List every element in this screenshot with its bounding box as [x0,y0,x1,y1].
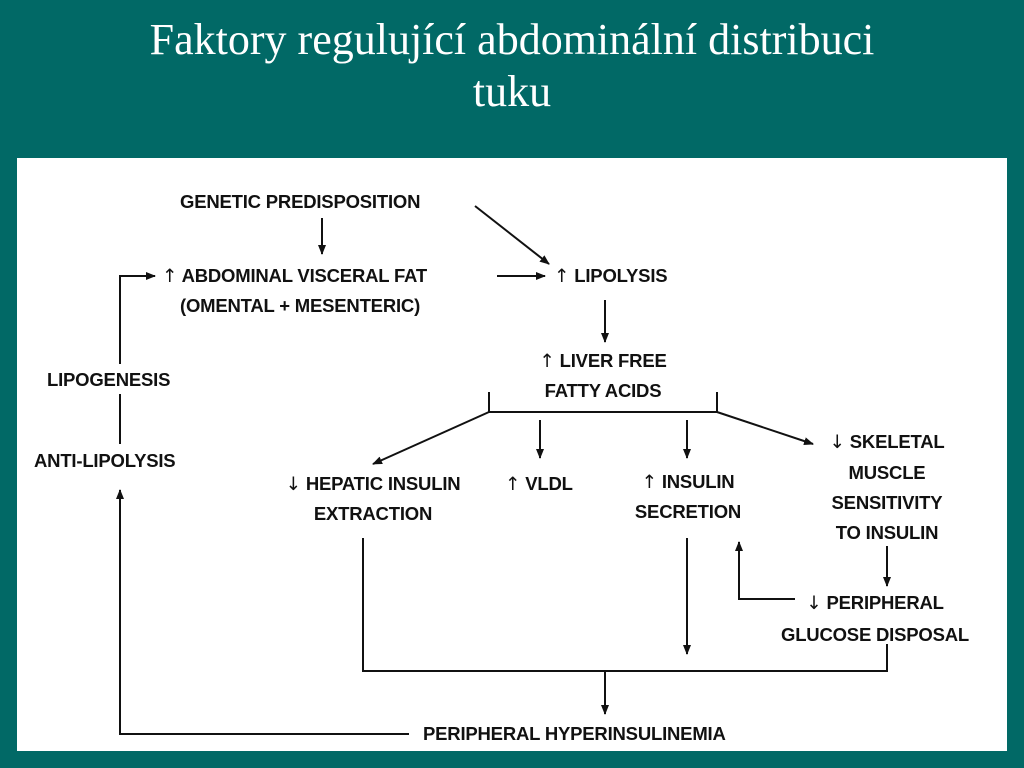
down-arrow-icon: ↓ [806,593,822,614]
up-arrow-icon: ↑ [162,266,178,287]
arrow-lipogenesis-to-abdominal [119,272,156,364]
abdominal-visceral-fat-label: ↑ ABDOMINAL VISCERAL FAT (OMENTAL + MESE… [162,265,427,316]
title-line-1: Faktory regulující abdominální distribuc… [149,15,875,64]
hepatic-insulin-extraction-label: ↓ HEPATIC INSULIN EXTRACTION [285,473,461,524]
liver-bracket [488,392,718,413]
peripheral-glucose-disposal-label: ↓ PERIPHERAL GLUCOSE DISPOSAL [781,592,969,645]
lipogenesis-label: LIPOGENESIS [47,369,171,390]
arrow-hyperinsulinemia-to-antilipolysis [116,489,409,735]
diagram-panel: GENETIC PREDISPOSITION ↑ ABDOMINAL VISCE… [17,158,1007,751]
up-arrow-icon: ↑ [539,351,555,372]
down-arrow-icon: ↓ [285,474,302,495]
arrow-glucose-to-insulin [735,541,795,600]
insulin-secretion-label: ↑ INSULIN SECRETION [634,471,742,522]
arrow-liver-to-hepatic [372,411,490,465]
line-hepatic-to-join [362,538,888,672]
peripheral-hyperinsulinemia-label: PERIPHERAL HYPERINSULINEMIA [423,723,726,744]
up-arrow-icon: ↑ [554,266,570,287]
arrow-liver-to-skeletal [716,411,814,445]
anti-lipolysis-label: ANTI-LIPOLYSIS [34,450,176,471]
vldl-label: ↑ VLDL [505,473,573,495]
down-arrow-icon: ↓ [829,432,846,453]
up-arrow-icon: ↑ [505,474,521,495]
title-line-2: tuku [472,67,552,116]
skeletal-muscle-sensitivity-label: ↓ SKELETAL MUSCLE SENSITIVITY TO INSULIN [829,431,945,543]
lipolysis-label: ↑ LIPOLYSIS [554,265,668,287]
up-arrow-icon: ↑ [641,472,658,493]
genetic-predisposition-label: GENETIC PREDISPOSITION [180,191,421,212]
liver-free-fatty-acids-label: ↑ LIVER FREE FATTY ACIDS [539,350,667,401]
arrow-genetic-to-lipolysis [474,205,550,265]
diagram-connectors [116,205,891,735]
slide-title: Faktory regulující abdominální distribuc… [0,14,1024,118]
